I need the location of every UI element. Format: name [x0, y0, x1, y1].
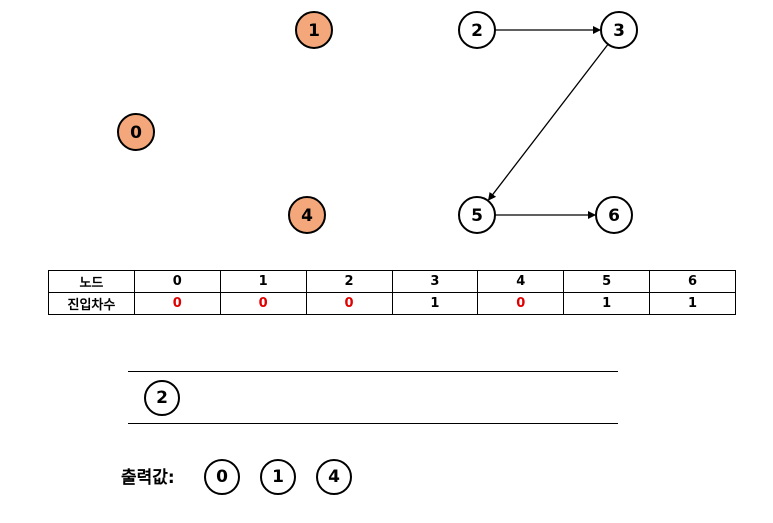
table-cell: 0 [219, 292, 307, 315]
graph-node-5: 5 [458, 196, 496, 234]
table-cell: 0 [305, 292, 393, 315]
queue-bottom-line [128, 423, 618, 424]
output-item: 0 [204, 459, 240, 495]
graph-node-3: 3 [600, 11, 638, 49]
queue-item: 2 [144, 380, 180, 416]
output-label: 출력값: [121, 468, 175, 488]
node-label: 6 [608, 206, 620, 226]
table-header-indegree: 진입차수 [48, 292, 135, 315]
node-label: 1 [308, 21, 320, 41]
table-cell: 5 [563, 270, 651, 293]
node-label: 3 [613, 21, 625, 41]
table-header-node: 노드 [48, 270, 135, 293]
node-circle [295, 11, 333, 49]
node-label: 0 [130, 123, 142, 143]
node-circle [595, 196, 633, 234]
graph-node-6: 6 [595, 196, 633, 234]
graph-node-4: 4 [288, 196, 326, 234]
node-label: 5 [471, 206, 483, 226]
table-cell: 6 [649, 270, 736, 293]
node-label: 4 [301, 206, 313, 226]
node-circle [117, 113, 155, 151]
node-circle [458, 196, 496, 234]
table-cell: 0 [133, 270, 221, 293]
node-label: 2 [471, 21, 483, 41]
edge-3-5 [487, 43, 609, 201]
table-cell: 3 [391, 270, 479, 293]
graph-node-2: 2 [458, 11, 496, 49]
table-cell: 0 [477, 292, 565, 315]
node-circle [600, 11, 638, 49]
queue-top-line [128, 371, 618, 372]
table-cell: 1 [219, 270, 307, 293]
output-item: 1 [260, 459, 296, 495]
output-item: 4 [316, 459, 352, 495]
table-row-node: 노드 0 1 2 3 4 5 6 [48, 270, 736, 293]
graph-diagram: 0 1 2 3 4 5 6 [117, 11, 638, 234]
node-circle [458, 11, 496, 49]
table-cell: 4 [477, 270, 565, 293]
graph-node-0: 0 [117, 113, 155, 151]
node-circle [288, 196, 326, 234]
graph-node-1: 1 [295, 11, 333, 49]
table-row-indegree: 진입차수 0 0 0 1 0 1 1 [48, 292, 736, 315]
table-cell: 0 [133, 292, 221, 315]
table-cell: 2 [305, 270, 393, 293]
table-cell: 1 [649, 292, 736, 315]
table-cell: 1 [563, 292, 651, 315]
in-degree-table: 노드 0 1 2 3 4 5 6 진입차수 0 0 0 1 0 1 1 [48, 270, 736, 315]
table-cell: 1 [391, 292, 479, 315]
